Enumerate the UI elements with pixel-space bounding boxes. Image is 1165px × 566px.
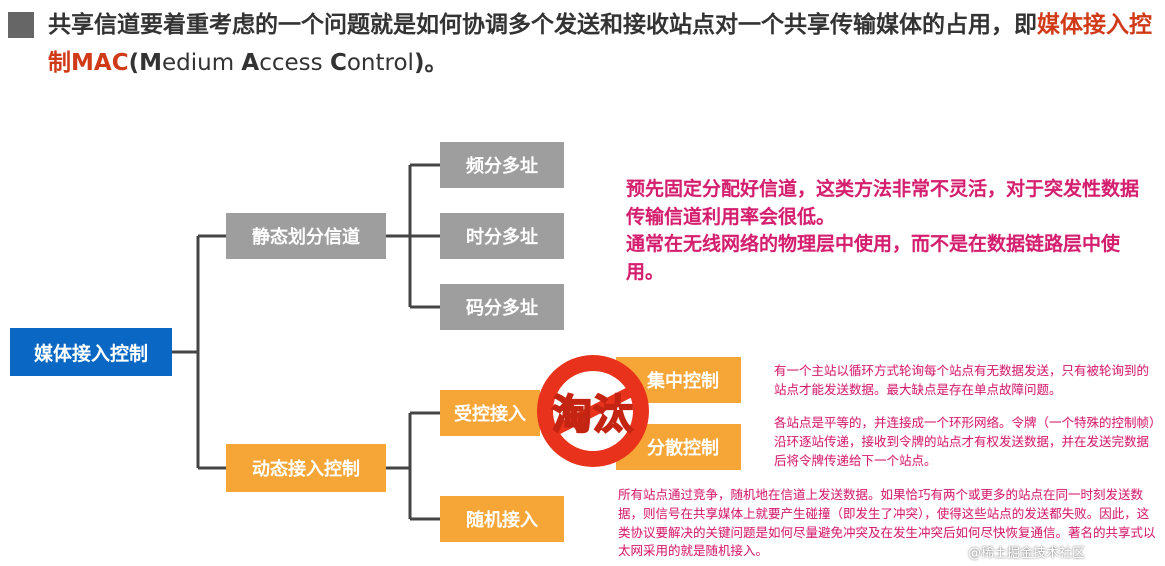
node-static-partition: 静态划分信道: [226, 213, 386, 259]
obsolete-stamp: 淘汰: [534, 352, 652, 470]
watermark: @稀土掘金技术社区: [968, 546, 1086, 561]
note-random-text: 所有站点通过竞争，随机地在信道上发送数据。如果恰巧有两个或更多的站点在同一时刻发…: [618, 487, 1156, 559]
node-fdma: 频分多址: [440, 142, 564, 188]
node-tdma: 时分多址: [440, 213, 564, 259]
heading-highlight: 媒体接入控制MAC: [48, 12, 1152, 76]
page-heading: 共享信道要着重考虑的一个问题就是如何协调多个发送和接收站点对一个共享传输媒体的占…: [48, 6, 1158, 82]
obsolete-stamp-text: 淘汰: [551, 391, 634, 439]
heading-paren-close: )。: [413, 50, 448, 76]
heading-word-control: ontrol: [346, 50, 414, 76]
heading-word-access: ccess: [259, 50, 330, 76]
note-static: 预先固定分配好信道，这类方法非常不灵活，对于突发性数据传输信道利用率会很低。 通…: [588, 176, 1156, 286]
note-random: 所有站点通过竞争，随机地在信道上发送数据。如果恰巧有两个或更多的站点在同一时刻发…: [592, 486, 1156, 561]
obsolete-stamp-icon: [537, 355, 649, 467]
note-static-p1: 预先固定分配好信道，这类方法非常不灵活，对于突发性数据传输信道利用率会很低。: [626, 178, 1140, 228]
node-dynamic-access: 动态接入控制: [226, 444, 386, 492]
node-controlled-access: 受控接入: [440, 390, 540, 436]
node-media-access-control: 媒体接入控制: [10, 328, 172, 376]
heading-bullet-square: [8, 12, 34, 38]
heading-text: 共享信道要着重考虑的一个问题就是如何协调多个发送和接收站点对一个共享传输媒体的占…: [48, 12, 1037, 38]
note-static-p2: 通常在无线网络的物理层中使用，而不是在数据链路层中使用。: [626, 233, 1121, 283]
heading-cap-a: A: [241, 50, 260, 76]
heading-word-medium: edium: [161, 50, 242, 76]
note-centralized: 有一个主站以循环方式轮询每个站点有无数据发送，只有被轮询到的站点才能发送数据。最…: [748, 362, 1160, 400]
node-cdma: 码分多址: [440, 284, 564, 330]
note-distributed: 各站点是平等的，并连接成一个环形网络。令牌（一个特殊的控制帧）沿环逐站传递，接收…: [748, 414, 1160, 470]
node-random-access: 随机接入: [440, 496, 564, 542]
heading-cap-c: C: [329, 50, 347, 76]
note-centralized-text: 有一个主站以循环方式轮询每个站点有无数据发送，只有被轮询到的站点才能发送数据。最…: [774, 363, 1150, 397]
heading-cap-m: M: [139, 50, 162, 76]
heading-paren-open: (: [128, 50, 140, 76]
note-distributed-text: 各站点是平等的，并连接成一个环形网络。令牌（一个特殊的控制帧）沿环逐站传递，接收…: [774, 415, 1156, 468]
